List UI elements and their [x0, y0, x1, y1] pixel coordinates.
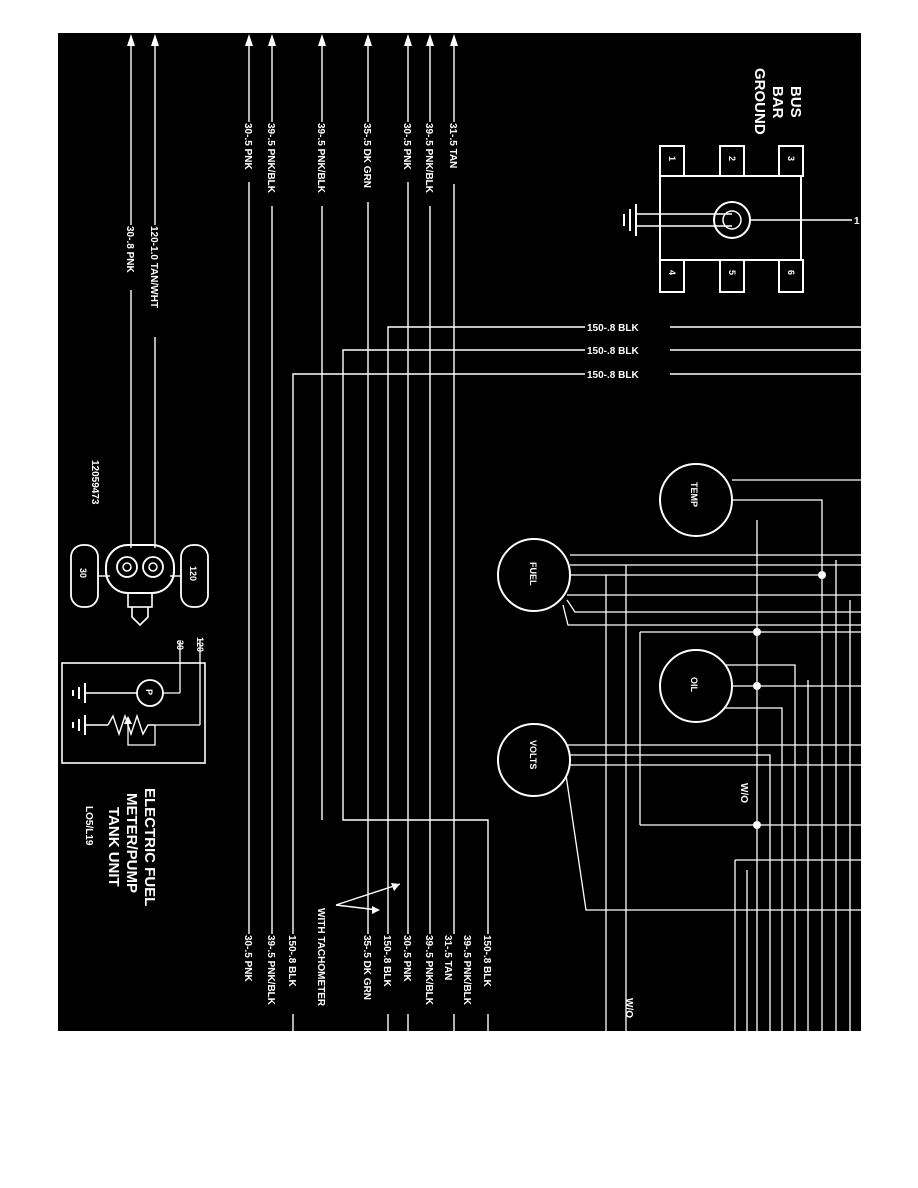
oil-gauge-label: OIL [689, 677, 699, 693]
top-wire-label-6: 35-.5 DK GRN [361, 123, 372, 188]
oil-gauge [659, 649, 733, 723]
temp-gauge-label: TEMP [689, 482, 699, 507]
bus-terminal-4: 4 [667, 270, 677, 275]
ground-wire-label-2: 150-.8 BLK [587, 346, 639, 357]
top-wire-label-3: 30-.5 PNK [242, 123, 253, 170]
bus-terminal-3: 3 [786, 156, 796, 161]
top-wire-label-9: 31-.5 TAN [447, 123, 458, 168]
ground-wire-label-3: 150-.8 BLK [587, 370, 639, 381]
top-wire-label-7: 30-.5 PNK [401, 123, 412, 170]
pump-symbol: P [144, 689, 154, 695]
top-wire-label-1: 120-1.0 TAN/WHT [148, 226, 159, 308]
tachometer-note: WITH TACHOMETER [315, 883, 401, 1007]
top-wire-label-4: 39-.5 PNK/BLK [265, 123, 276, 194]
bottom-wire-label-3: 150-.8 BLK [286, 935, 297, 987]
bottom-wire-label-5: 150-.8 BLK [381, 935, 392, 987]
bottom-wire-label-6: 30-.5 PNK [401, 935, 412, 982]
bottom-wire-labels: 30-.5 PNK 39-.5 PNK/BLK 150-.8 BLK 35-.5… [242, 934, 495, 1031]
tank-unit-title-3: TANK UNIT [105, 807, 122, 887]
bus-terminal-6: 6 [786, 270, 796, 275]
top-arrowheads [127, 34, 458, 46]
bottom-wire-label-10: 150-.8 BLK [481, 935, 492, 987]
pump-sender-box: 30 120 P [61, 637, 206, 764]
ground-wire-label-1: 150-.8 BLK [587, 323, 639, 334]
pump-wire-label-30: 30 [175, 640, 185, 650]
bottom-wire-label-8: 31-.5 TAN [442, 935, 453, 980]
tank-unit-connector: 12059473 30 120 [70, 460, 209, 627]
gauge-circuit [562, 479, 861, 1031]
bus-terminal-5: 5 [727, 270, 737, 275]
fuel-gauge-label: FUEL [528, 562, 538, 586]
connector-pin-30: 30 [78, 568, 88, 578]
tachometer-note-text: WITH TACHOMETER [315, 908, 326, 1007]
bus-bar-title-line-2: BAR [769, 86, 786, 119]
wo-label-2: W/O [623, 998, 634, 1018]
connector-pin-120: 120 [188, 566, 198, 581]
wo-label-1: W/O [738, 783, 749, 803]
volts-gauge-label: VOLTS [528, 740, 538, 769]
ground-wires [292, 326, 861, 1031]
bus-terminal-2: 2 [727, 156, 737, 161]
part-number: 12059473 [89, 460, 100, 505]
bus-bar-ground: BUS BAR GROUND 1 2 3 4 5 6 1 [623, 68, 860, 293]
bottom-wire-label-7: 39-.5 PNK/BLK [423, 935, 434, 1006]
bottom-wire-label-4: 35-.5 DK GRN [361, 935, 372, 1000]
tank-unit-title-2: METER/PUMP [123, 793, 140, 893]
bus-bar-title-line-1: BUS [787, 86, 804, 118]
top-wire-label-2: 30-.8 PNK [124, 226, 135, 273]
temp-gauge [659, 463, 733, 537]
bus-terminal-1: 1 [667, 156, 677, 161]
bus-bar-title-line-3: GROUND [751, 68, 768, 135]
fuel-gauge [497, 538, 571, 612]
bottom-wire-label-2: 39-.5 PNK/BLK [265, 935, 276, 1006]
tank-unit-title-1: ELECTRIC FUEL [141, 788, 158, 906]
tank-unit-caption: ELECTRIC FUEL METER/PUMP TANK UNIT LO5/L… [83, 788, 158, 906]
top-wire-label-8: 39-.5 PNK/BLK [423, 123, 434, 194]
bus-callout: 1 [854, 216, 860, 227]
bottom-wire-label-1: 30-.5 PNK [242, 935, 253, 982]
tank-unit-code: LO5/L19 [83, 806, 94, 846]
junction-dots [753, 571, 826, 829]
top-wire-label-5: 39-.5 PNK/BLK [315, 123, 326, 194]
volts-gauge [497, 723, 571, 797]
diagram-background [58, 33, 861, 1031]
pump-wire-label-120: 120 [195, 637, 205, 652]
top-wire-labels: 120-1.0 TAN/WHT 30-.8 PNK 30-.5 PNK 39-.… [124, 122, 461, 337]
bottom-wire-label-9: 39-.5 PNK/BLK [461, 935, 472, 1006]
